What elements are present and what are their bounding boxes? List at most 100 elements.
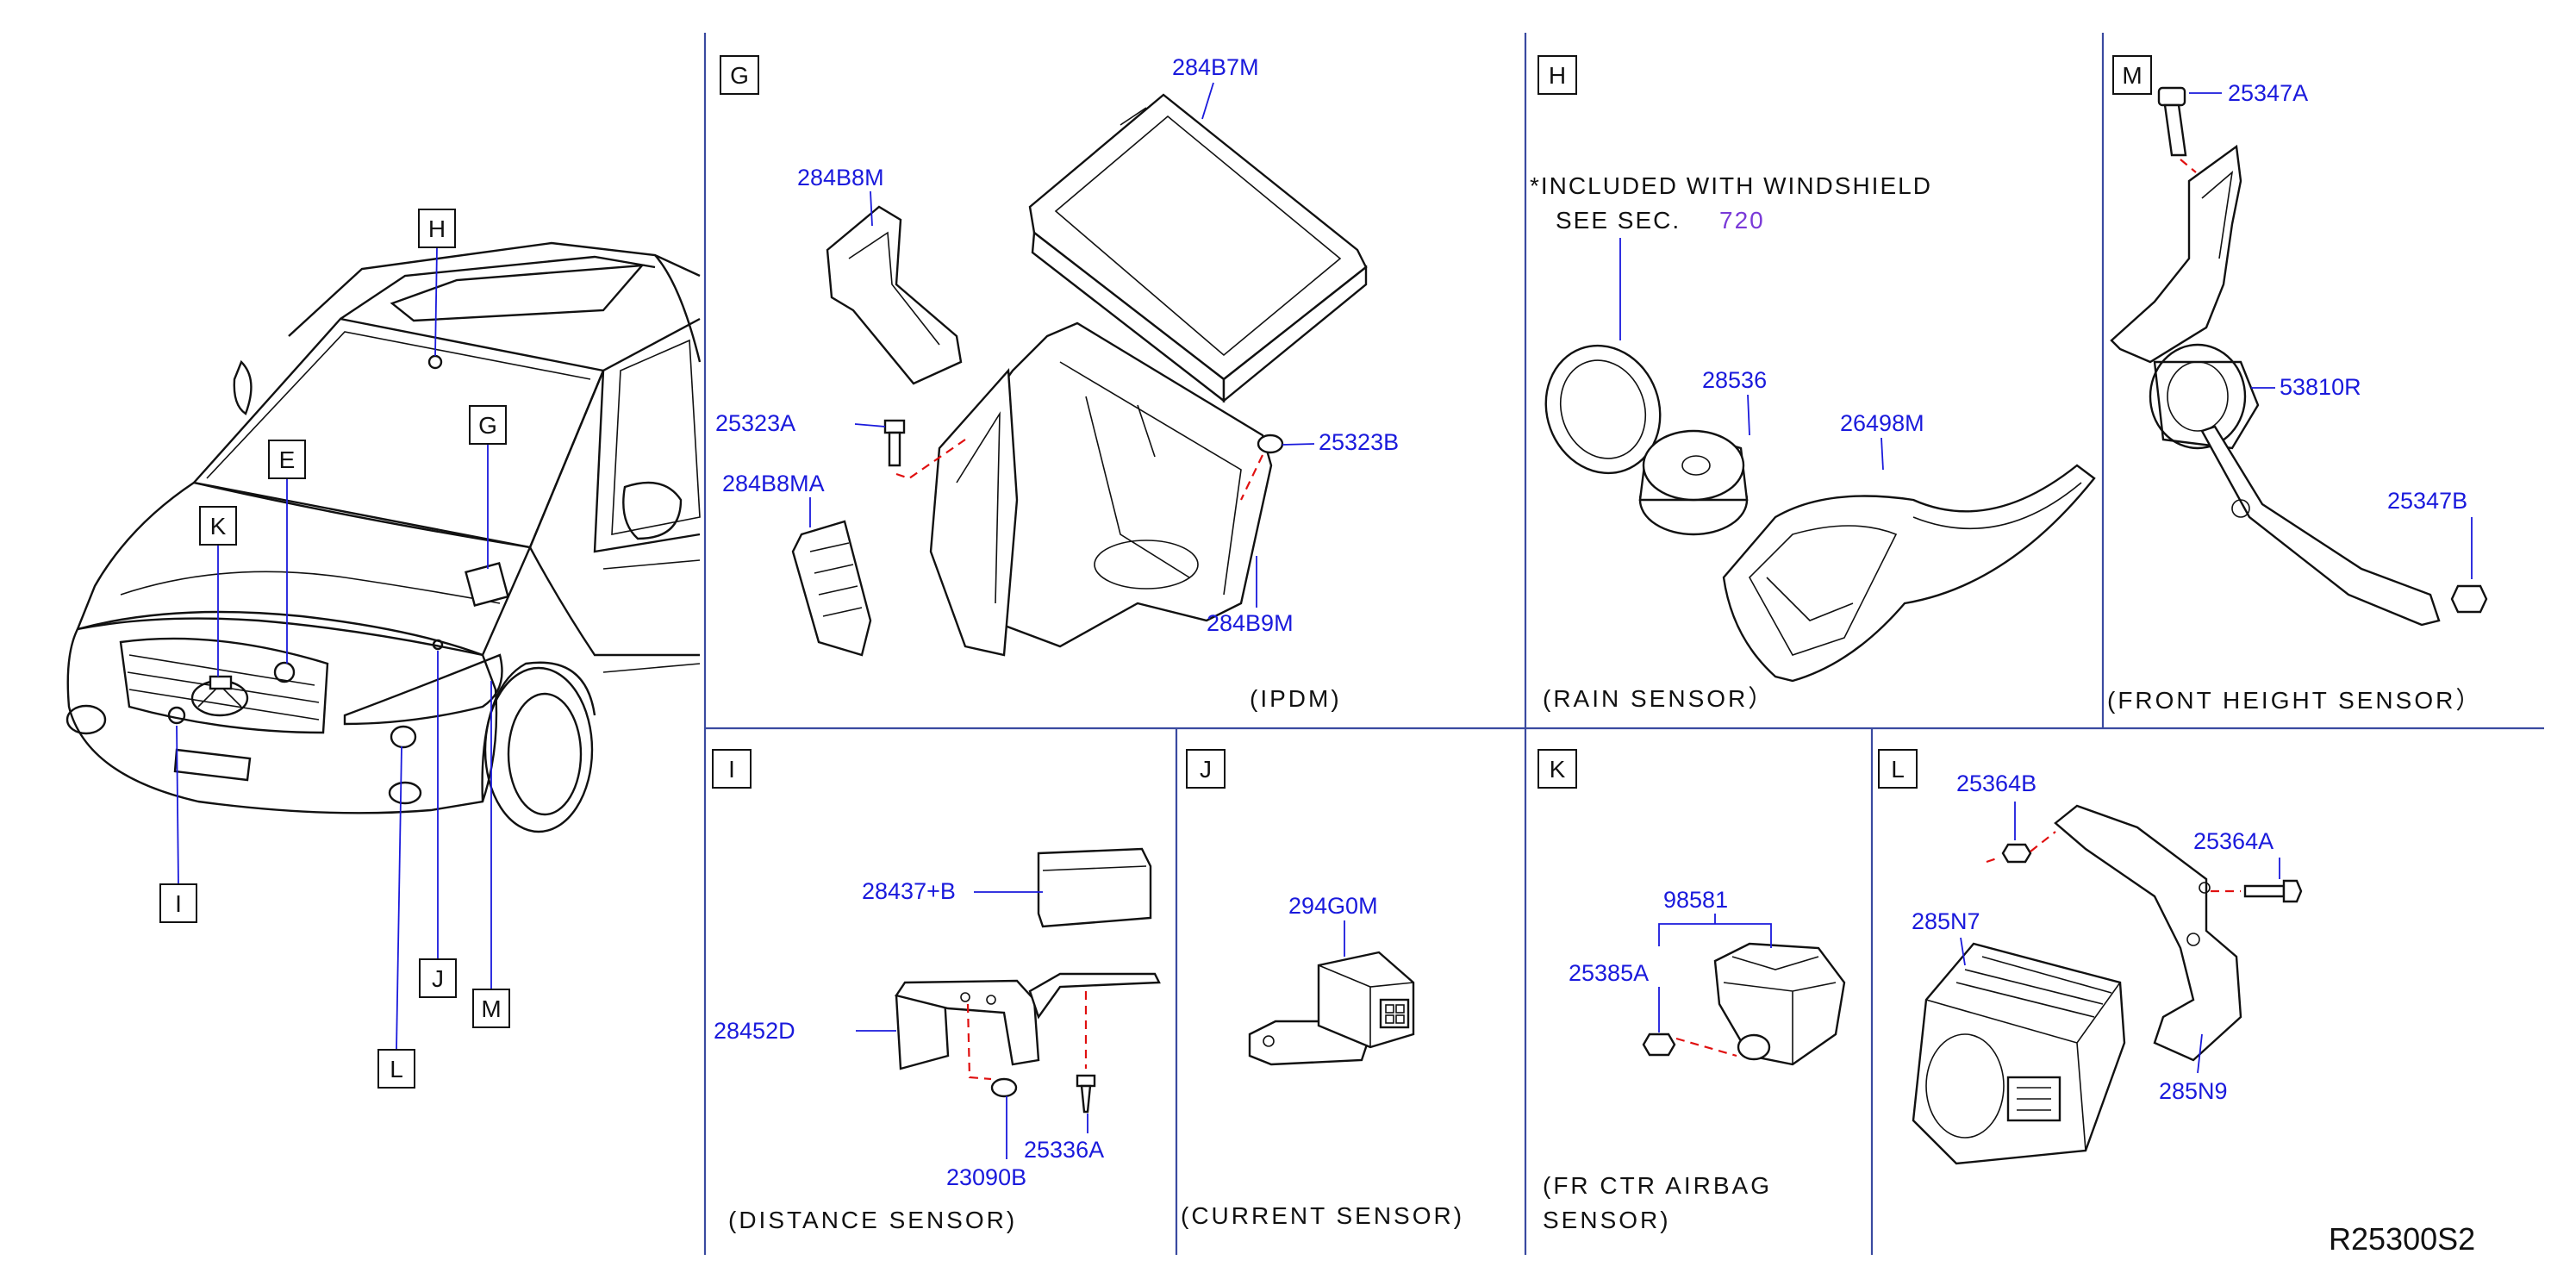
- panel-G-ipdm: G: [715, 54, 1399, 712]
- panel-letter-G: G: [720, 55, 759, 95]
- part-25364A-bolt[interactable]: [2243, 879, 2303, 903]
- part-label: 25347B: [2387, 488, 2467, 514]
- panel-letter-K: K: [1537, 749, 1577, 789]
- part-25323A-bolt[interactable]: [883, 419, 906, 467]
- part-25385A-nut[interactable]: [1642, 1033, 1676, 1057]
- part-25347B-nut[interactable]: [2450, 584, 2488, 614]
- install-line: [1675, 1037, 1737, 1058]
- install-line: [895, 439, 966, 480]
- panel-caption-line1: (FR CTR AIRBAG: [1543, 1172, 1772, 1199]
- panel-L: L 25364B 25364A 2: [1878, 749, 2303, 1165]
- vehicle-overview: H G E K I J M L: [65, 209, 702, 1089]
- vehicle-callout-leaders: [176, 246, 492, 1051]
- vehicle-callout-I[interactable]: I: [159, 883, 197, 923]
- part-label: 25336A: [1024, 1137, 1104, 1163]
- callout-letter: L: [390, 1056, 403, 1082]
- part-25347A-bolt[interactable]: [2157, 86, 2187, 157]
- part-284B7M-cover[interactable]: [1028, 93, 1368, 403]
- svg-text:G: G: [730, 62, 749, 89]
- part-label: 25323A: [715, 410, 795, 436]
- vehicle-callout-G[interactable]: G: [469, 405, 507, 445]
- panel-caption: (CURRENT SENSOR): [1181, 1202, 1464, 1229]
- install-line: [1986, 831, 2056, 864]
- svg-text:J: J: [1200, 756, 1212, 783]
- see-section-note: SEE SEC.: [1556, 207, 1681, 234]
- part-height-sensor-link: [2200, 425, 2441, 627]
- vehicle-callout-H[interactable]: H: [418, 209, 456, 248]
- part-label: 28437+B: [862, 878, 956, 904]
- panel-letter-H: H: [1537, 55, 1577, 95]
- part-25336A-screw[interactable]: [1076, 1074, 1096, 1114]
- svg-text:H: H: [1549, 62, 1566, 89]
- callout-letter: M: [481, 995, 501, 1022]
- callout-letter: J: [432, 965, 444, 992]
- panel-caption-line2: SENSOR): [1543, 1207, 1671, 1233]
- part-26498M-cover[interactable]: [1722, 464, 2096, 683]
- diagram-code: R25300S2: [2329, 1221, 2475, 1257]
- part-label: 26498M: [1840, 410, 1924, 436]
- panel-caption: (FRONT HEIGHT SENSOR）: [2107, 687, 2482, 714]
- panel-caption: (DISTANCE SENSOR): [728, 1207, 1017, 1233]
- windshield-note: *INCLUDED WITH WINDSHIELD: [1530, 172, 1932, 199]
- svg-text:L: L: [1891, 756, 1905, 783]
- part-label: 28536: [1702, 367, 1767, 393]
- part-label: 294G0M: [1288, 893, 1378, 919]
- callout-letter: G: [478, 412, 497, 439]
- panel-letter-L: L: [1878, 749, 1918, 789]
- part-284B8M-bracket[interactable]: [826, 205, 963, 385]
- part-98581-airbag-sensor[interactable]: [1713, 942, 1846, 1066]
- panel-caption: (RAIN SENSOR）: [1543, 685, 1775, 712]
- part-285N9-bracket[interactable]: [2054, 804, 2242, 1062]
- part-28452D-bracket[interactable]: [895, 972, 1161, 1070]
- part-294G0M-current-sensor[interactable]: [1248, 951, 1415, 1066]
- panel-dividers: [703, 33, 2544, 1255]
- part-53810R-sensor[interactable]: [2110, 144, 2260, 450]
- part-label: 284B8M: [797, 165, 884, 190]
- install-line: [2180, 159, 2197, 173]
- callout-letter: I: [175, 890, 182, 917]
- part-25323B-nut[interactable]: [1257, 434, 1284, 454]
- part-28437B-module[interactable]: [1037, 847, 1152, 928]
- part-label: 285N9: [2159, 1078, 2228, 1104]
- vehicle-callout-M[interactable]: M: [472, 989, 510, 1028]
- part-25364B-nut[interactable]: [2001, 843, 2032, 864]
- part-label: 25364A: [2193, 828, 2273, 854]
- panel-letter-M: M: [2112, 55, 2152, 95]
- part-label: 23090B: [946, 1164, 1026, 1190]
- panel-I-distance-sensor: I 28437+B 28452D 23090B 253: [712, 749, 1161, 1233]
- part-label: 284B9M: [1207, 610, 1294, 636]
- part-label: 285N7: [1912, 908, 1980, 934]
- vehicle-callout-J[interactable]: J: [419, 958, 457, 998]
- part-284B8MA-bracket[interactable]: [791, 520, 872, 657]
- part-label: 28452D: [714, 1018, 795, 1044]
- panel-H-rain-sensor: H *INCLUDED WITH WINDSHIELD SEE SEC. 720…: [1530, 55, 2096, 712]
- part-label: 284B7M: [1172, 54, 1259, 80]
- svg-text:I: I: [728, 756, 735, 783]
- install-line: [1240, 454, 1263, 501]
- panel-caption: (IPDM): [1250, 685, 1342, 712]
- part-285N7-module[interactable]: [1912, 942, 2126, 1165]
- panel-letter-J: J: [1186, 749, 1226, 789]
- part-label: 25323B: [1319, 429, 1399, 455]
- part-ipdm-side-bracket: [929, 368, 1019, 657]
- part-23090B-nut[interactable]: [990, 1077, 1018, 1098]
- part-28536-sensor[interactable]: [1638, 429, 1749, 536]
- vehicle-callout-L[interactable]: L: [377, 1049, 415, 1089]
- vehicle-callout-K[interactable]: K: [199, 506, 237, 546]
- panel-letter-I: I: [712, 749, 752, 789]
- callout-letter: K: [210, 513, 227, 540]
- part-label: 98581: [1663, 887, 1728, 913]
- section-ref-link[interactable]: 720: [1719, 207, 1765, 234]
- callout-letter: H: [428, 215, 446, 242]
- part-label: 25347A: [2228, 80, 2308, 106]
- part-label: 25364B: [1956, 771, 2036, 796]
- part-label: 53810R: [2280, 374, 2361, 400]
- part-rain-sensor-ring: [1544, 344, 1662, 475]
- panel-K-airbag-sensor: K 98581 25385A (FR CTR AIRBAG SENSOR): [1537, 749, 1846, 1233]
- vehicle-callout-E[interactable]: E: [268, 440, 306, 479]
- install-line: [966, 1003, 992, 1081]
- svg-text:K: K: [1550, 756, 1566, 783]
- vehicle-illustration: [65, 241, 702, 833]
